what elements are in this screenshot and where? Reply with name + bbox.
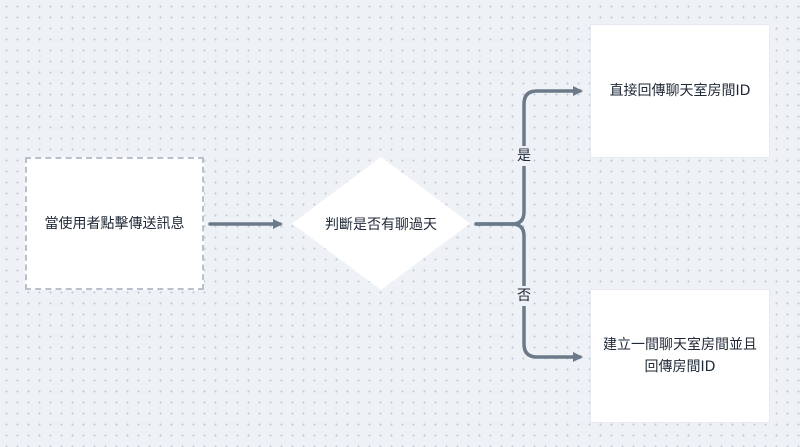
yes-result-node-label: 直接回傳聊天室房間ID xyxy=(609,83,751,99)
decision-diamond-shape xyxy=(292,157,470,290)
yes-result-node[interactable]: 直接回傳聊天室房間ID xyxy=(591,25,769,157)
start-node-label: 當使用者點擊傳送訊息 xyxy=(44,215,185,232)
decision-node[interactable]: 判斷是否有聊過天 xyxy=(292,157,470,290)
no-result-node[interactable]: 建立一間聊天室房間並且回傳房間ID xyxy=(591,290,769,422)
no-result-node-label: 建立一間聊天室房間並且回傳房間ID xyxy=(603,337,757,375)
edge-label-no: 否 xyxy=(515,286,533,306)
decision-node-label: 判斷是否有聊過天 xyxy=(325,216,437,233)
start-node[interactable]: 當使用者點擊傳送訊息 xyxy=(25,157,204,290)
edge-label-yes: 是 xyxy=(515,146,533,166)
